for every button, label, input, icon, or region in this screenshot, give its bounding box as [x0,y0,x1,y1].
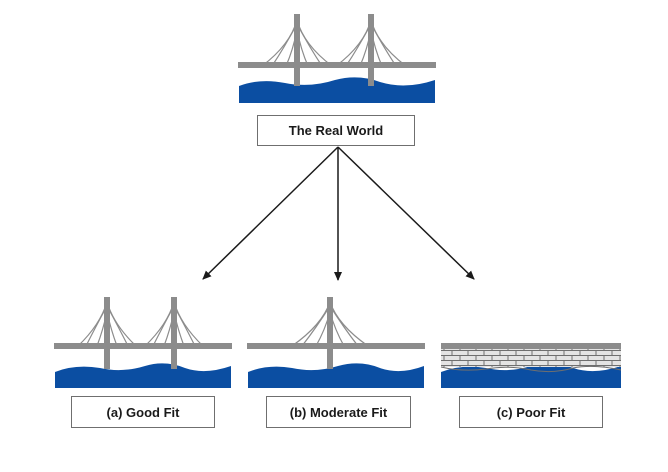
moderate-fit-bridge-image [247,297,425,388]
bridge-tower [368,14,374,86]
bridge-cables [77,301,204,347]
bridge-tower [171,297,177,369]
arrow-to-good-fit [202,146,339,280]
moderate-fit-label: (b) Moderate Fit [266,396,411,428]
real-world-bridge-image [238,14,436,103]
wall-bottom-edge [440,365,622,373]
bridge-tower [104,297,110,369]
bridge-deck [54,343,232,349]
real-world-label: The Real World [257,115,415,146]
arrow-to-poor-fit [337,146,475,280]
water [441,363,621,388]
good-fit-label: (a) Good Fit [71,396,215,428]
poor-fit-wall-image [440,343,622,388]
bridge-cables [261,19,407,67]
brick-wall [441,349,621,367]
water [239,77,435,103]
good-fit-bridge-image [54,297,232,388]
arrows [202,146,475,281]
wall-top-band [441,343,621,349]
bridge-deck [238,62,436,68]
water [248,363,424,388]
bridge-tower [327,297,333,369]
bridge-tower [294,14,300,86]
poor-fit-label: (c) Poor Fit [459,396,603,428]
water [55,363,231,388]
bridge-deck [247,343,425,349]
